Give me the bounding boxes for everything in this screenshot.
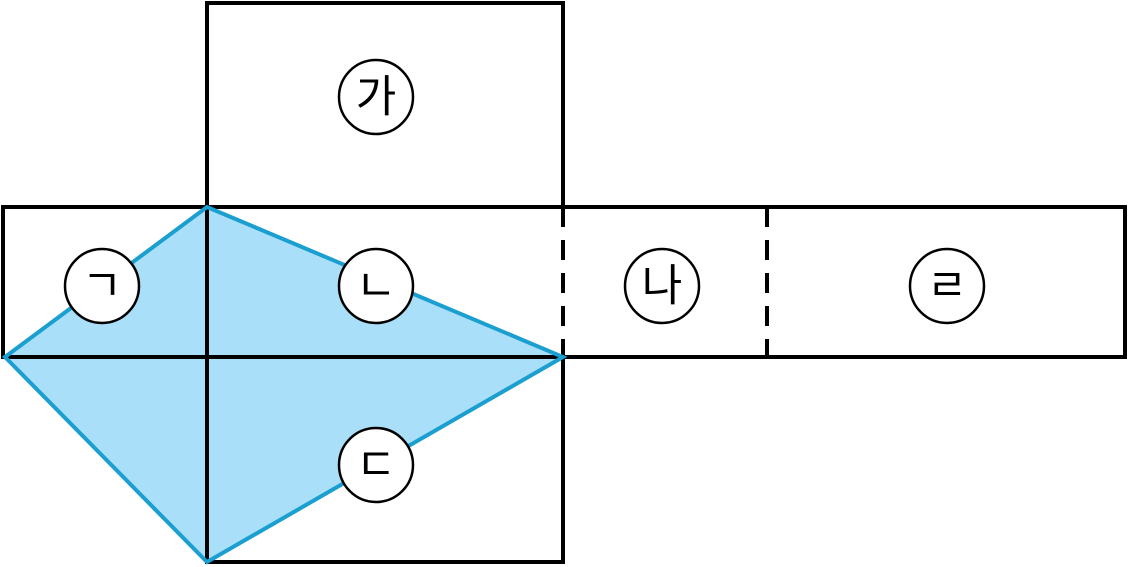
label-circle-bottom <box>337 426 415 504</box>
face-label-top: 가 <box>356 72 396 123</box>
label-circle-right <box>623 247 701 325</box>
face-label-right: 나 <box>642 261 682 312</box>
fold-lines <box>205 205 769 359</box>
label-circle-center <box>337 247 415 325</box>
right-strip-outline <box>563 205 1127 359</box>
shaded-triangle <box>5 207 563 562</box>
face-label-left: ㄱ <box>82 261 122 312</box>
label-circle-left <box>63 247 141 325</box>
face-label-circles <box>63 58 986 504</box>
face-labels: 가 ㄱ ㄴ 나 ㄹ ㄷ <box>82 72 967 491</box>
label-circle-far-right <box>908 247 986 325</box>
face-label-center: ㄴ <box>356 261 396 312</box>
face-label-bottom: ㄷ <box>356 440 396 491</box>
shaded-triangle-edges <box>1 204 568 565</box>
label-circle-top <box>337 58 415 136</box>
face-label-far-right: ㄹ <box>927 261 967 312</box>
